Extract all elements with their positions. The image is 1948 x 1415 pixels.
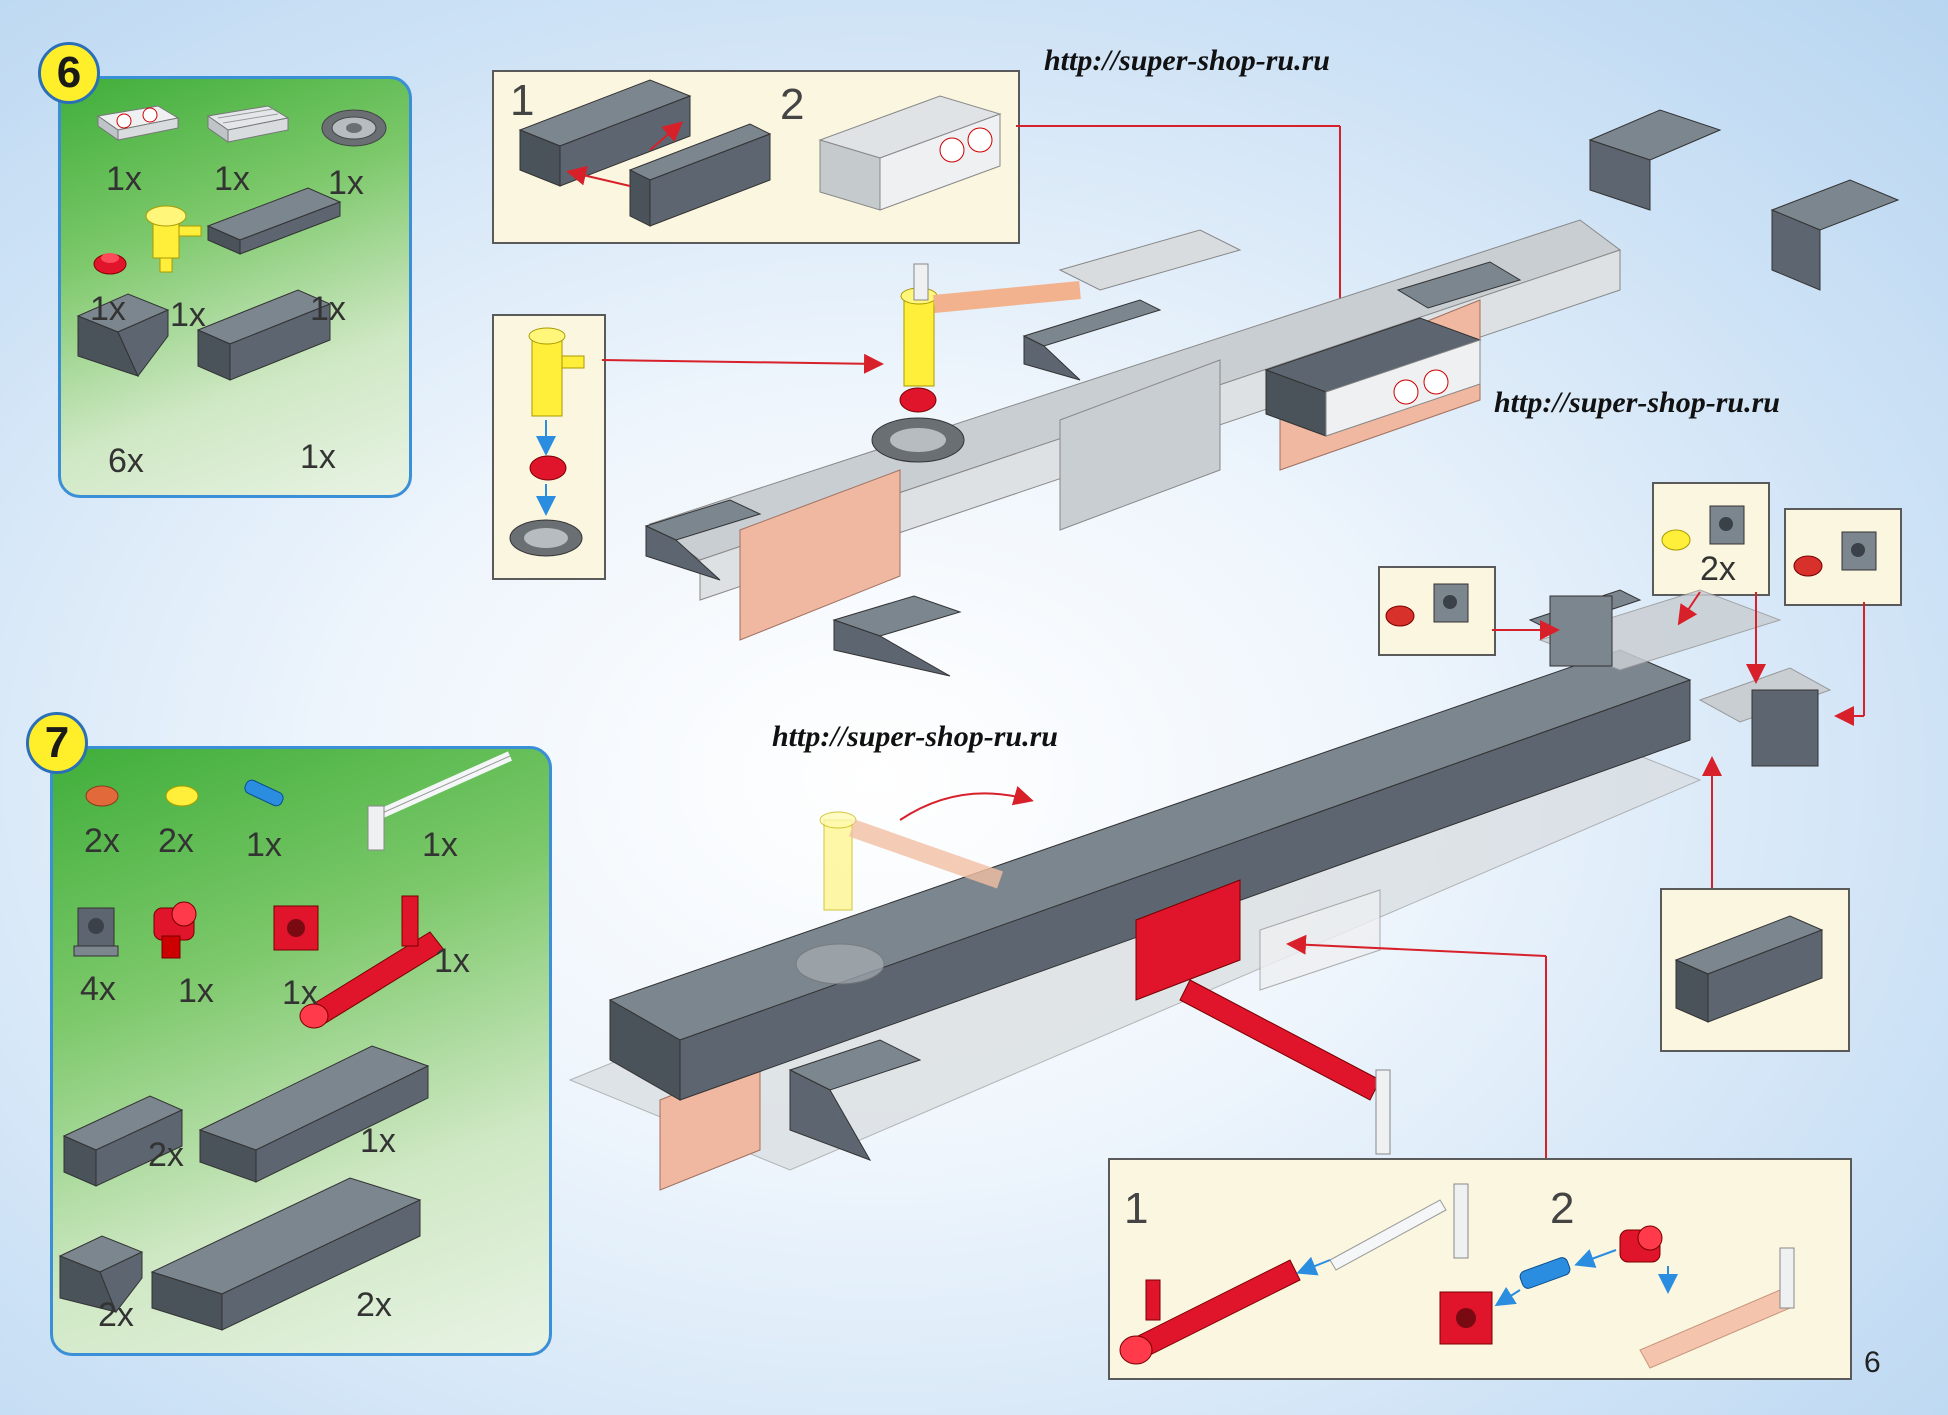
callout-bottom-step-2-parts (1439, 1225, 1795, 1369)
yellow-round-plate-part (165, 785, 199, 807)
quantity-grey-slope: 2x (98, 1296, 134, 1334)
grille-tile-part (206, 105, 290, 143)
watermark-url-top: http://super-shop-ru.ru (1044, 44, 1330, 77)
quantity-yellow-round-plate: 2x (158, 822, 194, 860)
grey-slope-part (76, 293, 170, 377)
callout-steering-column-parts (509, 327, 585, 557)
yellow-horn-part (145, 205, 202, 273)
callout-yellow-pin-qty: 2x (1700, 550, 1736, 588)
watermark-url-bottom: http://super-shop-ru.ru (772, 720, 1058, 753)
quantity-red-pipe: 1x (434, 942, 470, 980)
blue-connector-peg-part (244, 779, 284, 807)
red-round-plate-part (93, 253, 127, 275)
grey-slope-part (58, 1235, 144, 1314)
callout-bottom-step-1: 1 (1124, 1184, 1149, 1233)
gauge-tile-part (96, 105, 180, 141)
callout-top-step-1: 1 (510, 76, 535, 125)
white-bar-part (367, 751, 513, 851)
callout-technic-brick-parts (1674, 915, 1824, 1023)
salmon-round-plate-part (85, 785, 119, 807)
quantity-grey-technic-brick: 1x (300, 438, 336, 476)
page-number: 6 (1864, 1346, 1881, 1379)
quantity-red-round-plate: 1x (90, 290, 126, 328)
step-7-badge: 7 (26, 712, 88, 774)
quantity-grey-technic-brick-1x1: 4x (80, 970, 116, 1008)
quantity-gauge-tile: 1x (106, 160, 142, 198)
rotate-arrow (899, 785, 1034, 821)
quantity-white-bar: 1x (422, 826, 458, 864)
grey-technic-brick-1x4-part (62, 1095, 184, 1187)
quantity-blue-peg: 1x (246, 826, 282, 864)
red-pipe-part (299, 895, 445, 1029)
callout-top-step-2-dashboard (818, 95, 1002, 211)
quantity-grey-brick-2x10: 2x (356, 1286, 392, 1324)
quantity-grey-slope: 6x (108, 442, 144, 480)
callout-red-pin-right-parts (1793, 531, 1877, 577)
arrow-steering-column-to-model (601, 353, 884, 374)
quantity-grille-tile: 1x (214, 160, 250, 198)
callout-yellow-pin-parts (1661, 505, 1745, 551)
step-7-parts-illustration (58, 751, 513, 1331)
callout-bottom-step-1-parts (1119, 1183, 1469, 1365)
callout-top-step-1-parts (518, 79, 772, 227)
quantity-yellow-horn: 1x (170, 296, 206, 334)
quantity-salmon-round-plate: 2x (84, 822, 120, 860)
quantity-grey-technic-brick-1x4: 2x (148, 1136, 184, 1174)
quantity-grey-brick-2x8: 1x (360, 1122, 396, 1160)
watermark-url-middle: http://super-shop-ru.ru (1494, 386, 1780, 419)
grey-plate-1x4-part (206, 187, 342, 255)
quantity-red-technic-brick: 1x (282, 974, 318, 1012)
step-7-chassis-model (568, 589, 1832, 1191)
step-6-parts-illustration (76, 105, 387, 381)
grey-brick-2x8-part (198, 1045, 430, 1183)
step-6-chassis-model (644, 109, 1900, 677)
grey-technic-brick-1x1-part (73, 907, 119, 957)
step-6-badge: 6 (38, 42, 100, 104)
callout-top-step-2: 2 (780, 80, 805, 129)
red-technic-brick-1x1-part (273, 905, 319, 951)
grey-brick-2x10-part (150, 1177, 422, 1331)
red-axle-connector-part (153, 901, 197, 959)
quantity-steering-wheel: 1x (328, 164, 364, 202)
quantity-grey-plate: 1x (310, 290, 346, 328)
callout-bottom-step-2: 2 (1550, 1184, 1575, 1233)
callout-red-pin-left-parts (1385, 583, 1469, 627)
quantity-red-axle-connector: 1x (178, 972, 214, 1010)
grey-technic-brick-1x4-part (196, 289, 332, 381)
steering-wheel-part (321, 109, 387, 147)
